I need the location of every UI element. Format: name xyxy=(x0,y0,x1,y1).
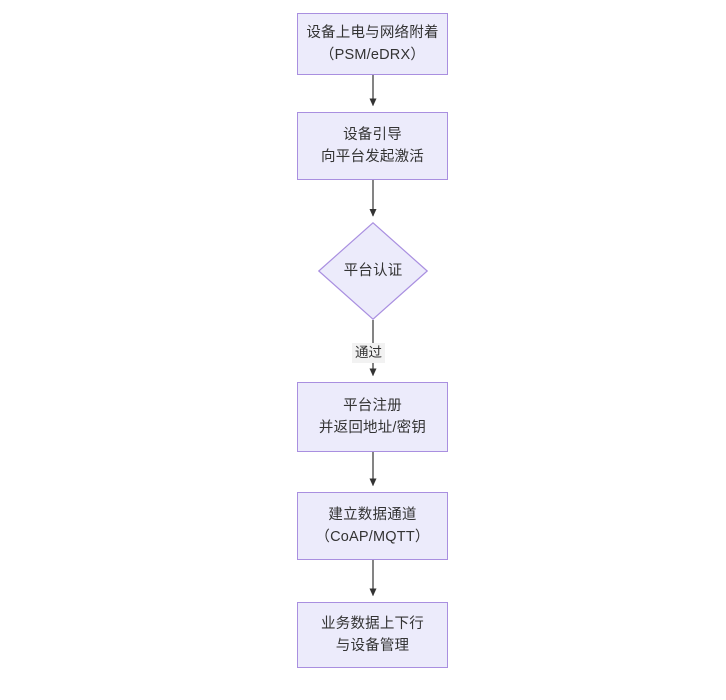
node-label-line1: 设备引导 xyxy=(343,126,402,143)
node-label-line2: 向平台发起激活 xyxy=(321,149,424,165)
node-label-line1: 平台认证 xyxy=(343,262,403,279)
node-label-line1: 设备上电与网络附着 xyxy=(306,24,439,41)
node-device-power-on[interactable]: 设备上电与网络附着 （PSM/eDRX） xyxy=(297,13,448,75)
node-platform-registration[interactable]: 平台注册 并返回地址/密钥 xyxy=(297,382,448,452)
node-data-channel[interactable]: 建立数据通道 （CoAP/MQTT） xyxy=(297,492,448,560)
node-label-line2: 并返回地址/密钥 xyxy=(318,420,427,436)
node-label-line2: （CoAP/MQTT） xyxy=(315,529,430,545)
node-label-line2: 与设备管理 xyxy=(335,638,410,654)
node-label-line2: （PSM/eDRX） xyxy=(319,47,426,63)
node-label-line1: 平台注册 xyxy=(343,397,402,414)
node-label-line1: 建立数据通道 xyxy=(328,506,417,523)
edge-label-pass: 通过 xyxy=(352,343,385,363)
node-label-line1: 业务数据上下行 xyxy=(321,615,424,632)
node-device-bootstrap[interactable]: 设备引导 向平台发起激活 xyxy=(297,112,448,180)
node-business-data-and-device-management[interactable]: 业务数据上下行 与设备管理 xyxy=(297,602,448,668)
diamond-shape xyxy=(318,222,428,320)
node-platform-authentication[interactable]: 平台认证 xyxy=(318,222,428,320)
